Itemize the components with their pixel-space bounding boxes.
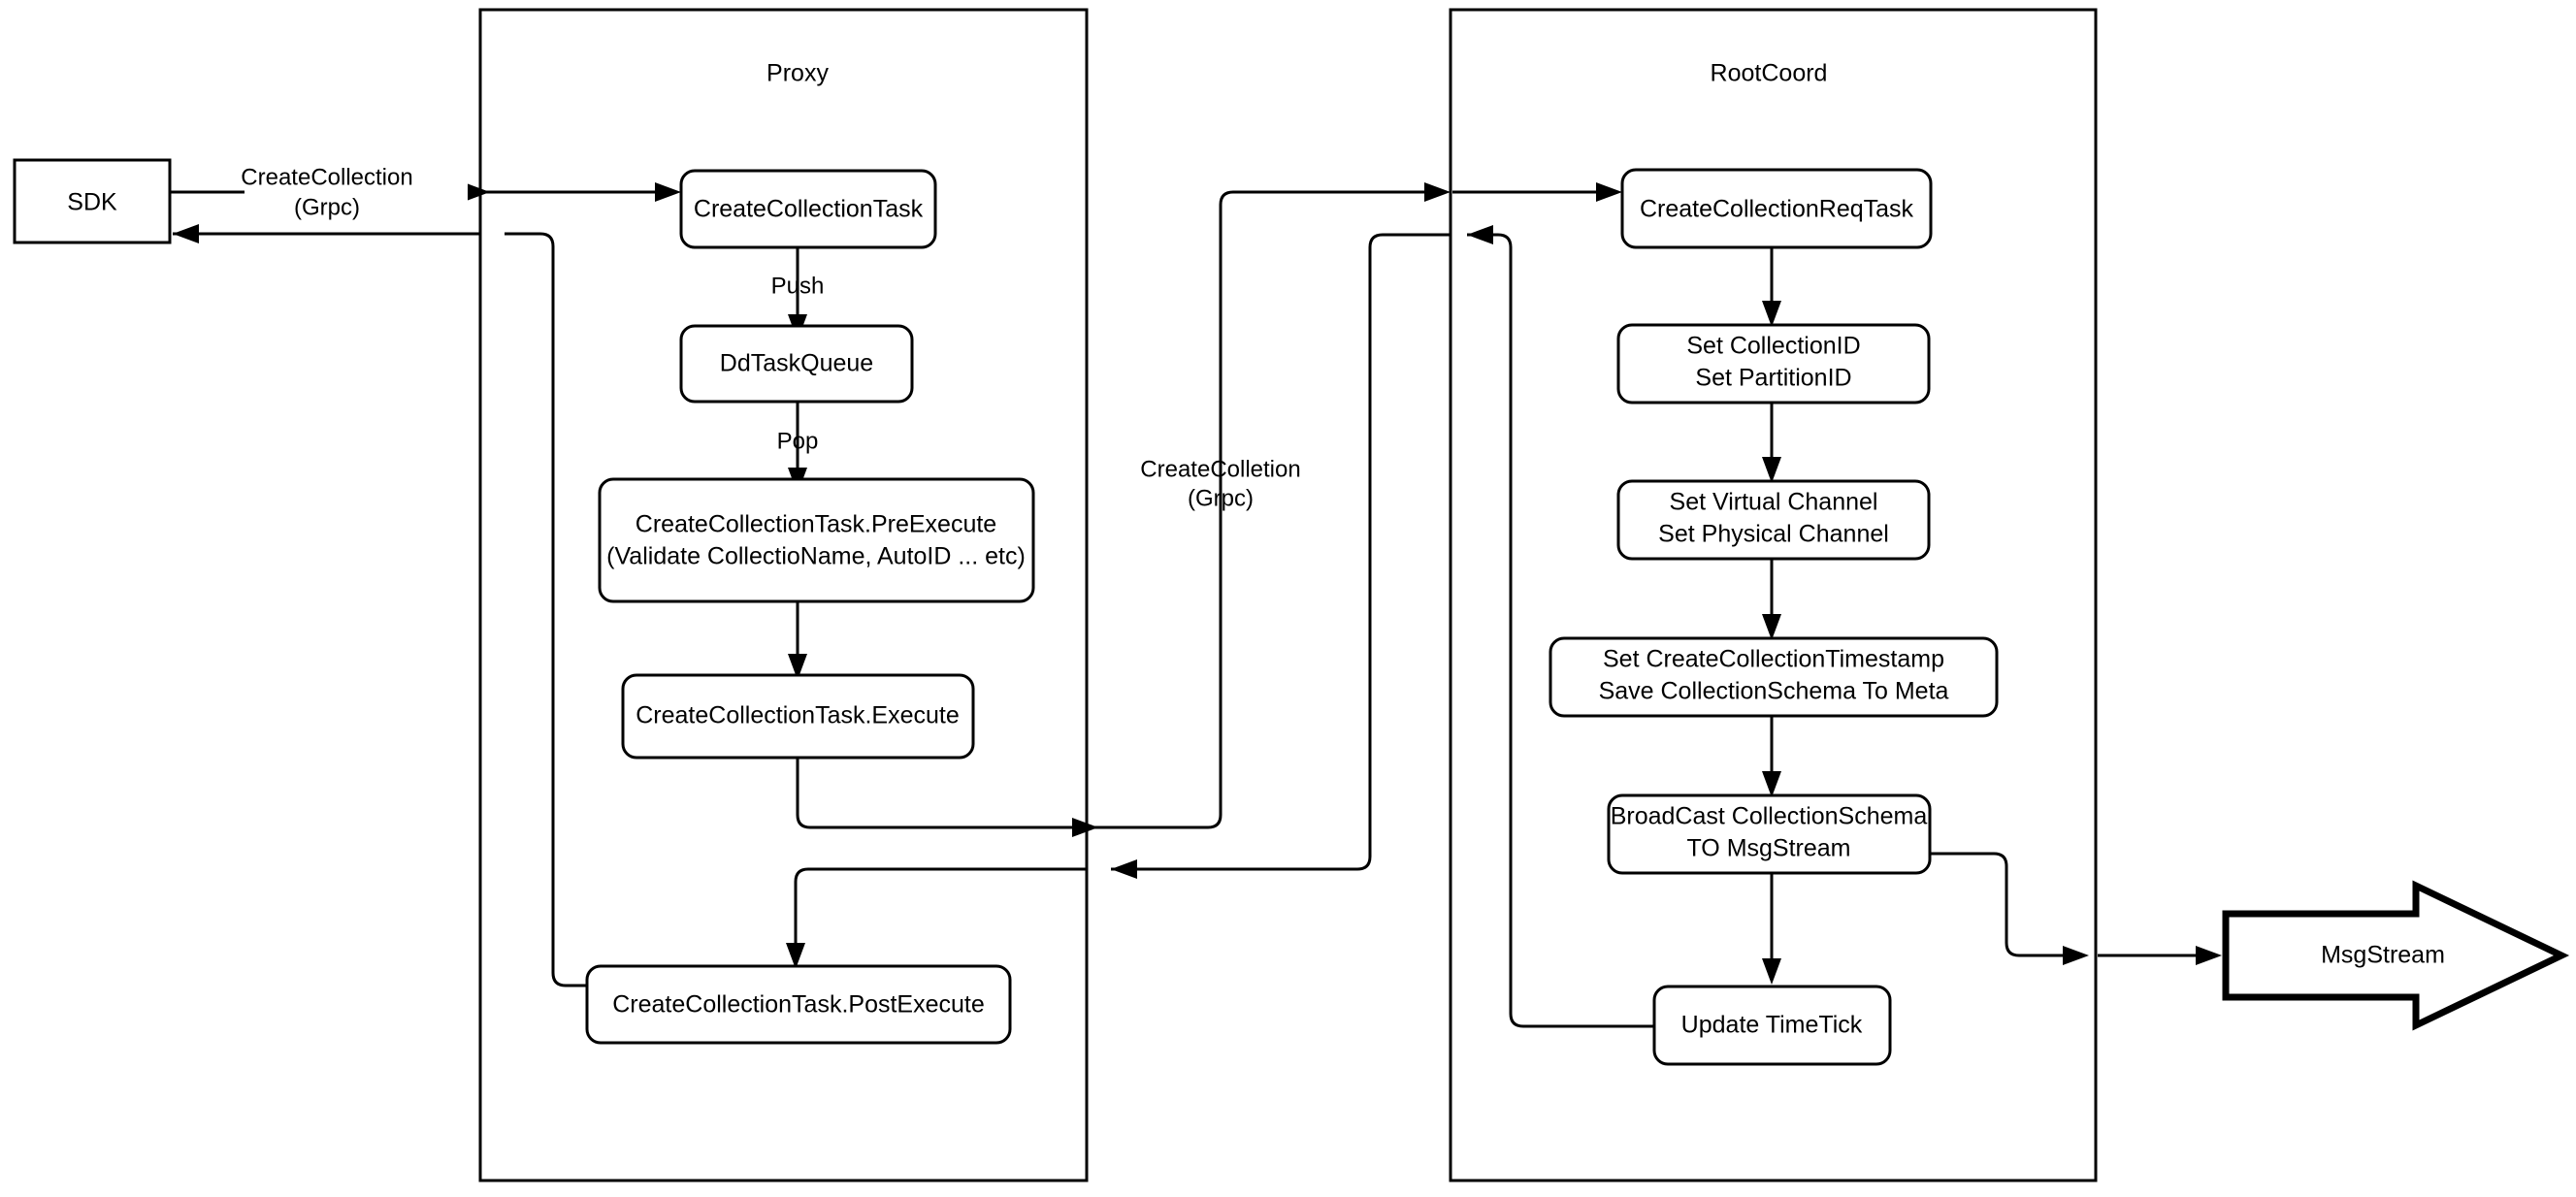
edge-label-group-createcollection-grpc: CreateCollection (Grpc) bbox=[241, 155, 468, 220]
node-sdk[interactable]: SDK bbox=[13, 158, 172, 244]
arrowhead-reqtask-to-setids bbox=[1762, 301, 1781, 327]
msgstream-arrow-shape[interactable] bbox=[2222, 880, 2570, 1031]
set-channel-label-line2: Set Physical Channel bbox=[1658, 521, 1889, 548]
set-ids-label-line1: Set CollectionID bbox=[1686, 333, 1860, 360]
edge-label-createcolletion-grpc-line2: (Grpc) bbox=[1188, 485, 1254, 511]
node-broadcast[interactable]: BroadCast CollectionSchema TO MsgStream bbox=[1607, 793, 1932, 875]
edge-setchannel-to-setts bbox=[1762, 559, 1781, 640]
create-collection-task-box[interactable] bbox=[679, 169, 937, 249]
sdk-label: SDK bbox=[67, 189, 117, 216]
post-execute-label: CreateCollectionTask.PostExecute bbox=[612, 991, 985, 1019]
edge-label-backdrop bbox=[245, 155, 468, 219]
set-ids-label-line2: Set PartitionID bbox=[1695, 365, 1851, 392]
set-channel-box[interactable] bbox=[1616, 479, 1931, 561]
arrowhead-rootcoord-return bbox=[1467, 225, 1493, 244]
set-channel-label-line1: Set Virtual Channel bbox=[1670, 489, 1878, 516]
arrowhead-sdk-to-proxy bbox=[464, 182, 490, 202]
arrowhead-broadcast-to-timetick bbox=[1762, 958, 1781, 985]
broadcast-label-line2: TO MsgStream bbox=[1686, 835, 1850, 862]
execute-box[interactable] bbox=[621, 673, 975, 760]
edge-proxy-boundary-to-rootcoord-boundary: CreateColletion (Grpc) bbox=[1089, 182, 1451, 829]
node-set-ids[interactable]: Set CollectionID Set PartitionID bbox=[1616, 323, 1931, 404]
edge-label-createcollection-line1: CreateCollection bbox=[241, 164, 412, 190]
edge-label-pop: Pop bbox=[777, 428, 819, 454]
edge-pop: Pop bbox=[777, 402, 819, 494]
rootcoord-container-label: RootCoord bbox=[1711, 60, 1828, 87]
post-execute-box[interactable] bbox=[585, 964, 1012, 1045]
edge-proxy-to-sdk bbox=[173, 224, 480, 243]
req-task-label: CreateCollectionReqTask bbox=[1640, 196, 1914, 223]
node-set-channel[interactable]: Set Virtual Channel Set Physical Channel bbox=[1616, 479, 1931, 561]
node-req-task[interactable]: CreateCollectionReqTask bbox=[1620, 168, 1933, 249]
edge-rootcoord-return bbox=[1467, 225, 1654, 1028]
broadcast-label-line1: BroadCast CollectionSchema bbox=[1611, 803, 1928, 830]
edge-label-createcollection-line2: (Grpc) bbox=[294, 194, 360, 220]
dd-task-queue-label: DdTaskQueue bbox=[720, 350, 873, 377]
edge-rootcoord-to-msgstream bbox=[2098, 946, 2222, 965]
arrowhead-into-rootcoord bbox=[1424, 182, 1451, 202]
node-set-timestamp[interactable]: Set CreateCollectionTimestamp Save Colle… bbox=[1549, 636, 1999, 718]
node-post-execute[interactable]: CreateCollectionTask.PostExecute bbox=[585, 964, 1012, 1045]
edge-proxyedge-to-createcollectiontask bbox=[482, 182, 681, 202]
arrowhead-setts-to-broadcast bbox=[1762, 771, 1781, 797]
dd-task-queue-box[interactable] bbox=[679, 324, 914, 404]
node-create-collection-task[interactable]: CreateCollectionTask bbox=[679, 169, 937, 249]
edge-label-push: Push bbox=[771, 273, 825, 299]
arrowhead-broadcast-out bbox=[2063, 946, 2089, 965]
edge-broadcast-to-msgstream bbox=[1930, 852, 2089, 965]
edge-setts-to-broadcast bbox=[1762, 716, 1781, 797]
set-timestamp-label-line2: Save CollectionSchema To Meta bbox=[1599, 678, 1949, 705]
execute-label: CreateCollectionTask.Execute bbox=[636, 702, 960, 729]
update-timetick-label: Update TimeTick bbox=[1681, 1012, 1863, 1039]
req-task-box[interactable] bbox=[1620, 168, 1933, 249]
msgstream-label: MsgStream bbox=[2321, 942, 2445, 969]
edge-broadcast-to-timetick bbox=[1762, 873, 1781, 985]
edge-rootcoordedge-to-reqtask bbox=[1452, 182, 1622, 202]
arrowhead-to-reqtask bbox=[1596, 182, 1622, 202]
arrowhead-to-postexecute bbox=[786, 943, 805, 969]
arrowhead-to-createcollectiontask bbox=[655, 182, 681, 202]
edge-postexecute-to-sdk-return bbox=[505, 232, 587, 987]
set-ids-box[interactable] bbox=[1616, 323, 1931, 404]
arrowhead-to-msgstream bbox=[2196, 946, 2222, 965]
update-timetick-box[interactable] bbox=[1652, 985, 1892, 1066]
edge-label-createcolletion-grpc-line1: CreateColletion bbox=[1140, 456, 1300, 482]
arrowhead-proxy-to-sdk bbox=[173, 224, 199, 243]
set-timestamp-box[interactable] bbox=[1549, 636, 1999, 718]
arrowhead-execute-out bbox=[1072, 818, 1098, 837]
arrowhead-preexecute-to-execute bbox=[788, 654, 807, 680]
edge-rootcoord-to-proxy-return bbox=[1111, 233, 1451, 879]
edge-reqtask-to-setids bbox=[1762, 247, 1781, 327]
create-collection-task-label: CreateCollectionTask bbox=[694, 196, 924, 223]
broadcast-box[interactable] bbox=[1607, 793, 1932, 875]
edge-push: Push bbox=[771, 247, 825, 340]
node-update-timetick[interactable]: Update TimeTick bbox=[1652, 985, 1892, 1066]
node-execute[interactable]: CreateCollectionTask.Execute bbox=[621, 673, 975, 760]
arrowhead-setids-to-setchannel bbox=[1762, 457, 1781, 483]
node-dd-task-queue[interactable]: DdTaskQueue bbox=[679, 324, 914, 404]
set-timestamp-label-line1: Set CreateCollectionTimestamp bbox=[1603, 646, 1944, 673]
edge-preexecute-to-execute bbox=[788, 601, 807, 680]
edge-setids-to-setchannel bbox=[1762, 403, 1781, 483]
arrowhead-setchannel-to-setts bbox=[1762, 614, 1781, 640]
proxy-container-label: Proxy bbox=[766, 60, 829, 87]
pre-execute-label-line2: (Validate CollectioName, AutoID ... etc) bbox=[606, 543, 1026, 570]
pre-execute-box[interactable] bbox=[598, 477, 1035, 603]
pre-execute-label-line1: CreateCollectionTask.PreExecute bbox=[636, 511, 996, 538]
arrowhead-rootcoord-to-proxy bbox=[1111, 859, 1137, 879]
edge-execute-to-rootcoord bbox=[796, 758, 1098, 837]
node-msgstream[interactable]: MsgStream bbox=[2222, 880, 2570, 1031]
sdk-box[interactable] bbox=[13, 158, 172, 244]
node-pre-execute[interactable]: CreateCollectionTask.PreExecute (Validat… bbox=[598, 477, 1035, 603]
edge-proxyboundary-to-postexecute bbox=[786, 867, 1087, 969]
